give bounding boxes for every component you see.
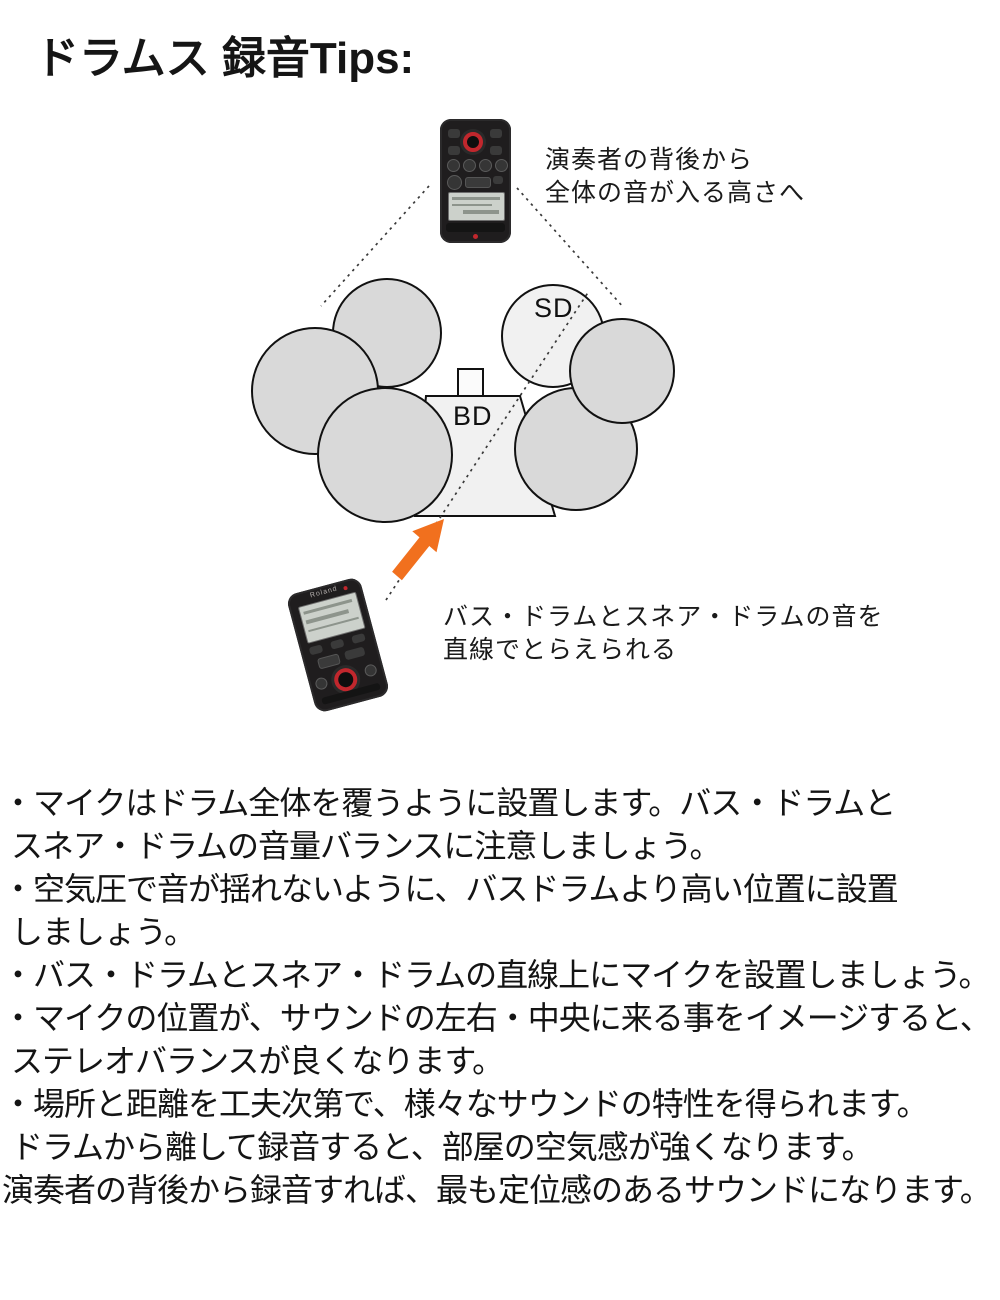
tip-line: ・場所と距離を工夫次第で、様々なサウンドの特性を得られます。 [2,1086,929,1122]
front-annotation-line2: 直線でとらえられる [443,636,678,664]
recorder-knob [463,159,476,172]
tip-line: 演奏者の背後から録音すれば、最も定位感のあるサウンドになります。 [2,1172,992,1208]
tip-line: スネア・ドラムの音量バランスに注意しましょう。 [11,828,721,864]
recorder-button [448,129,460,138]
recorder-button [465,177,491,188]
recorder-button [490,146,502,155]
tip-line: ・空気圧で音が揺れないように、バスドラムより高い位置に設置 [2,871,899,907]
recorder-power-led [473,234,478,239]
tip-line: ドラムから離して録音すると、部屋の空気感が強くなります。 [11,1129,874,1165]
tom-circle [332,278,442,388]
recorder-lcd-screen [448,192,505,221]
recorder-button [329,638,345,650]
mic-direction-arrow [392,519,444,581]
recorder-knob [447,159,460,172]
front-recorder: Roland [285,576,391,714]
overhead-annotation-line2: 全体の音が入る高さへ [545,179,806,207]
recorder-button [351,632,366,645]
front-annotation: バス・ドラムとスネア・ドラムの音を 直線でとらえられる [443,601,884,667]
tip-line: ・マイクの位置が、サウンドの左右・中央に来る事をイメージすると、 [2,1000,992,1036]
recorder-button [308,644,324,656]
recorder-knob [314,676,329,691]
overhead-pickup-line-left [320,185,430,307]
tip-line: ・マイクはドラム全体を覆うように設置します。バス・ドラムと [2,785,896,821]
recorder-button [493,176,503,184]
front-annotation-line1: バス・ドラムとスネア・ドラムの音を [443,603,884,631]
overhead-annotation-line1: 演奏者の背後から [545,146,754,174]
overhead-annotation: 演奏者の背後から 全体の音が入る高さへ [545,144,805,210]
bottom-right-tom-circle [514,387,638,511]
bass-drum-label: BD [453,401,493,431]
recorder-base [446,223,505,232]
recorder-button [490,129,502,138]
floor-tom-circle [317,387,453,523]
recorder-knob [363,663,379,678]
recorder-power-led [343,585,348,591]
recorder-knob [479,159,492,172]
tip-line: しましょう。 [11,914,196,950]
bass-drum-neck [457,368,484,397]
recorder-button [343,646,366,661]
recorder-button [448,146,460,155]
tip-line: ステレオバランスが良くなります。 [11,1043,504,1079]
recorder-button [316,653,341,670]
record-button-icon [463,132,483,152]
tips-text-block: ・マイクはドラム全体を覆うように設置します。バス・ドラムと スネア・ドラムの音量… [2,782,998,1212]
snare-drum-label: SD [534,293,574,323]
recorder-knob [495,159,508,172]
overhead-recorder [440,119,511,243]
right-cymbal-circle [569,318,675,424]
recorder-knob [447,175,462,190]
tip-line: ・バス・ドラムとスネア・ドラムの直線上にマイクを設置しましょう。 [2,957,991,993]
left-cymbal-circle [251,327,379,455]
bd-sd-straight-line [385,290,590,601]
page-title: ドラムス 録音Tips: [35,34,415,83]
